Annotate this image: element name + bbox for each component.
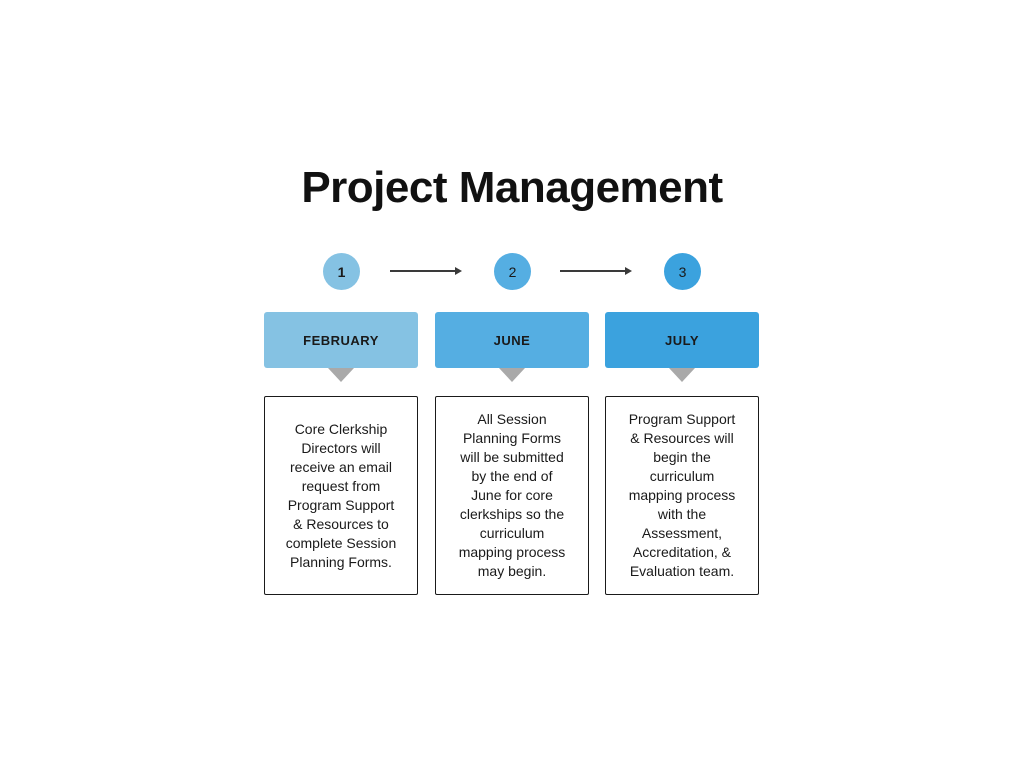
arrowhead-icon — [625, 266, 632, 275]
timeline-column-july: JULY Program Support & Resources will be… — [605, 312, 759, 595]
step-number: 2 — [508, 263, 517, 280]
month-header-july: JULY — [605, 312, 759, 368]
pointer-down-icon — [669, 368, 695, 382]
timeline-column-february: FEBRUARY Core Clerkship Directors will r… — [264, 312, 418, 595]
month-label: JUNE — [493, 332, 531, 348]
description-box-june: All Session Planning Forms will be submi… — [435, 396, 589, 595]
step-circle-3: 3 — [664, 253, 701, 290]
month-header-february: FEBRUARY — [264, 312, 418, 368]
arrowhead-icon — [455, 266, 462, 275]
step-number: 1 — [337, 263, 346, 280]
step-circle-2: 2 — [494, 253, 531, 290]
timeline-column-june: JUNE All Session Planning Forms will be … — [435, 312, 589, 595]
pointer-down-icon — [499, 368, 525, 382]
description-text: Program Support & Resources will begin t… — [628, 411, 736, 579]
month-label: FEBRUARY — [303, 332, 379, 348]
description-text: Core Clerkship Directors will receive an… — [285, 420, 397, 570]
description-box-february: Core Clerkship Directors will receive an… — [264, 396, 418, 595]
arrow-right-icon — [390, 266, 462, 275]
description-text: All Session Planning Forms will be submi… — [458, 411, 566, 579]
description-box-july: Program Support & Resources will begin t… — [605, 396, 759, 595]
pointer-down-icon — [328, 368, 354, 382]
month-label: JULY — [664, 332, 700, 348]
arrow-right-icon — [560, 266, 632, 275]
page-title: Project Management — [301, 163, 723, 212]
step-circle-1: 1 — [323, 253, 360, 290]
month-header-june: JUNE — [435, 312, 589, 368]
step-number: 3 — [678, 263, 687, 280]
